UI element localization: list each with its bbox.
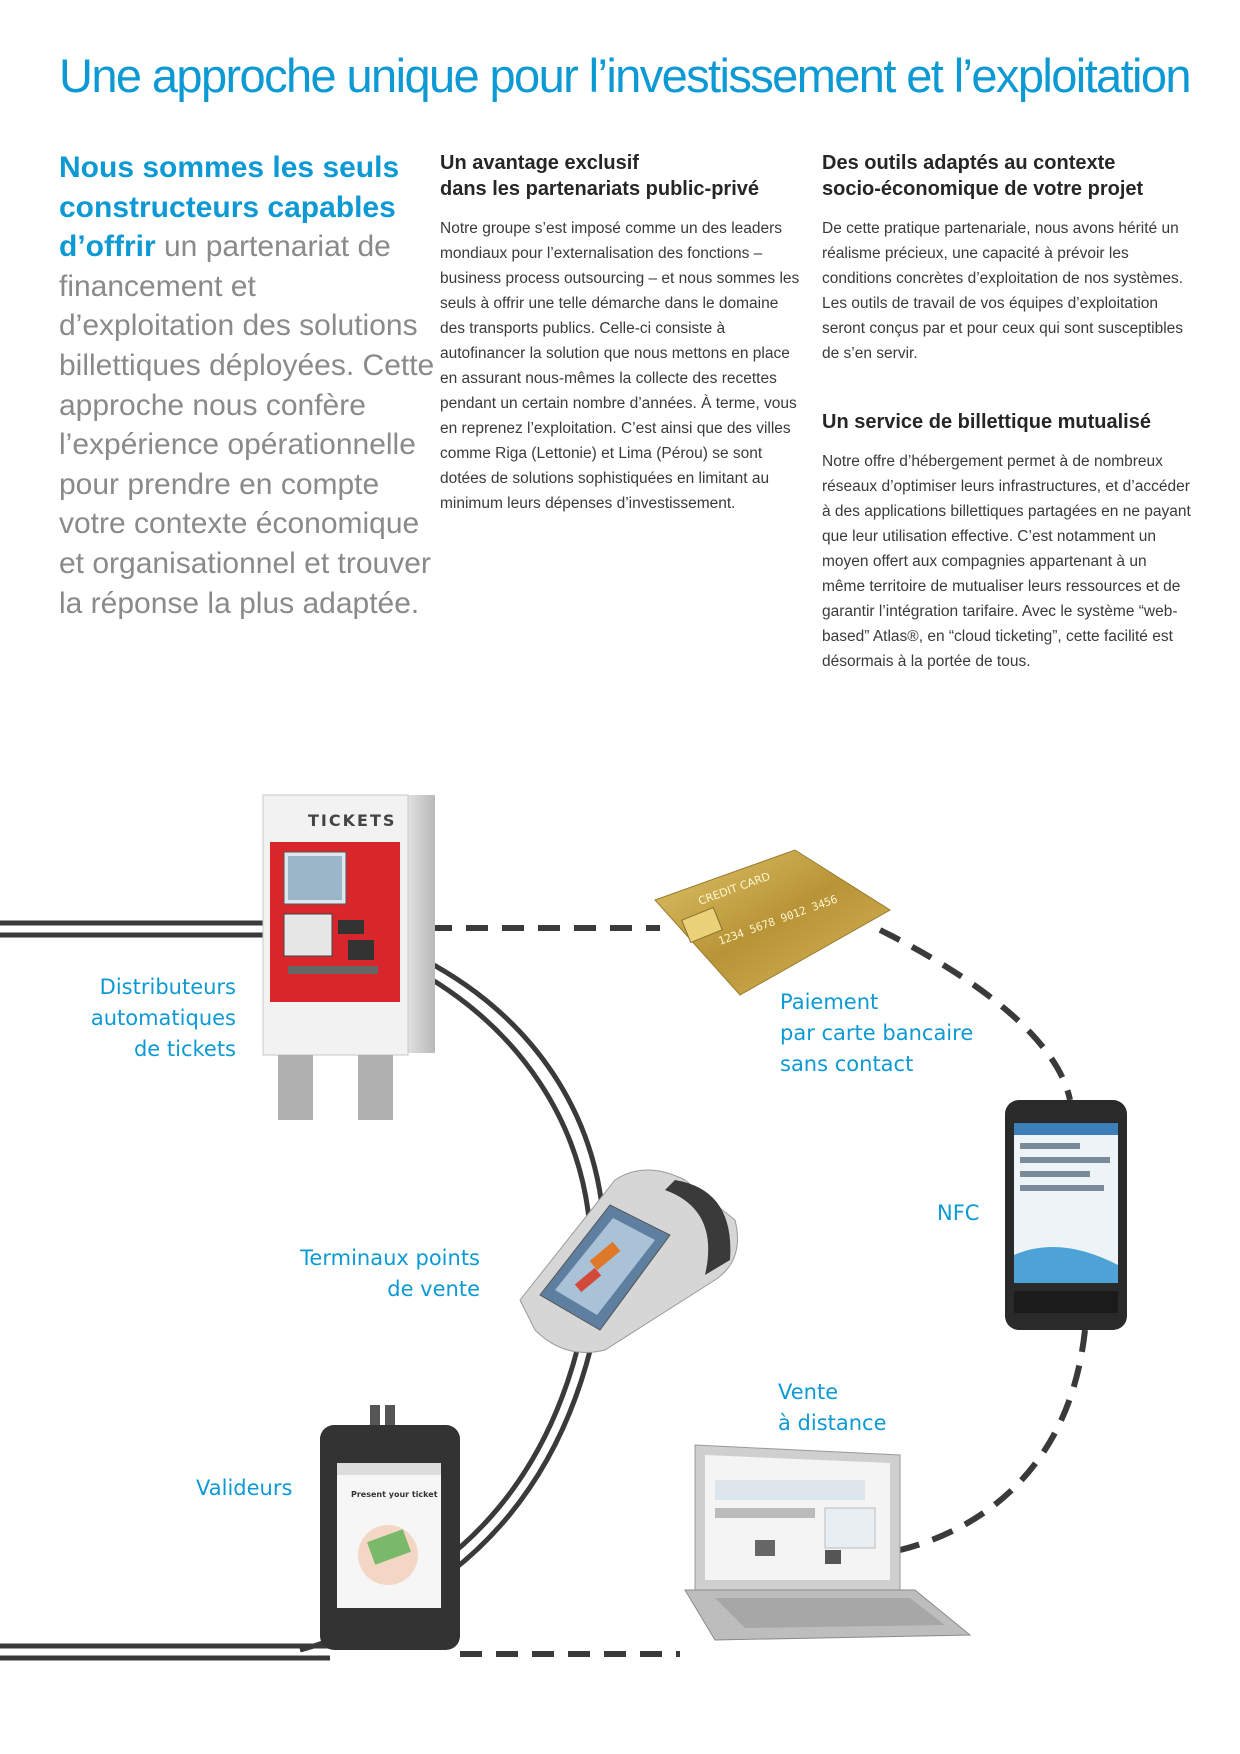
label-line: Paiement (780, 990, 879, 1014)
heading-line: Un avantage exclusif (440, 152, 639, 174)
heading-line: dans les partenariats public-privé (440, 178, 759, 200)
credit-card-image: CREDIT CARD 1234 5678 9012 3456 (654, 849, 891, 996)
intro-lead: Nous sommes les seuls constructeurs capa… (59, 151, 400, 264)
label-line: de tickets (133, 1037, 236, 1061)
laptop-image (684, 1444, 972, 1641)
label-line: Distributeurs (99, 975, 236, 999)
section-shared-service: Un service de billettique mutualisé Notr… (822, 409, 1192, 674)
ticket-kiosk-image: TICKETS (262, 794, 435, 1120)
label-line: Vente (778, 1380, 839, 1404)
label-line: automatiques (90, 1006, 236, 1030)
page-title: Une approche unique pour l’investissemen… (59, 49, 1192, 102)
intro-text: un partenariat de financement et d’explo… (59, 230, 435, 620)
section-tools: Des outils adaptés au contexte socio-éco… (822, 150, 1192, 366)
ticketing-diagram: TICKETS CREDIT CARD 1234 5678 9012 3456 (0, 770, 1240, 1754)
validator-image: Present your ticket (320, 1405, 460, 1650)
validator-screen-text: Present your ticket (351, 1490, 438, 1499)
section-public-private-body: Notre groupe s’est imposé comme un des l… (440, 220, 800, 512)
pos-terminal-image (519, 1169, 738, 1353)
label-vente: Vente à distance (778, 1377, 978, 1439)
label-line: à distance (778, 1411, 887, 1435)
heading-line: socio-économique de votre projet (822, 178, 1144, 200)
section-shared-service-heading: Un service de billettique mutualisé (822, 411, 1151, 433)
label-valideurs: Valideurs (196, 1476, 293, 1500)
label-paiement: Paiement par carte bancaire sans contact (780, 987, 1000, 1080)
label-line: Terminaux points (300, 1246, 480, 1270)
heading-line: Des outils adaptés au contexte (822, 152, 1116, 174)
label-nfc: NFC (937, 1201, 980, 1225)
kiosk-sign: TICKETS (308, 811, 396, 830)
label-line: sans contact (780, 1052, 914, 1076)
section-public-private-heading: Un avantage exclusif dans les partenaria… (440, 150, 800, 202)
section-tools-body: De cette pratique partenariale, nous avo… (822, 220, 1184, 362)
label-line: de vente (387, 1277, 480, 1301)
section-public-private: Un avantage exclusif dans les partenaria… (440, 150, 800, 516)
section-tools-heading: Des outils adaptés au contexte socio-éco… (822, 150, 1192, 202)
section-shared-service-body: Notre offre d’hébergement permet à de no… (822, 453, 1191, 670)
label-line: par carte bancaire (780, 1021, 974, 1045)
smartphone-image (1005, 1100, 1127, 1330)
intro-paragraph: Nous sommes les seuls constructeurs capa… (59, 148, 439, 623)
label-terminaux: Terminaux points de vente (270, 1243, 480, 1305)
label-distributeurs: Distributeurs automatiques de tickets (60, 972, 236, 1065)
